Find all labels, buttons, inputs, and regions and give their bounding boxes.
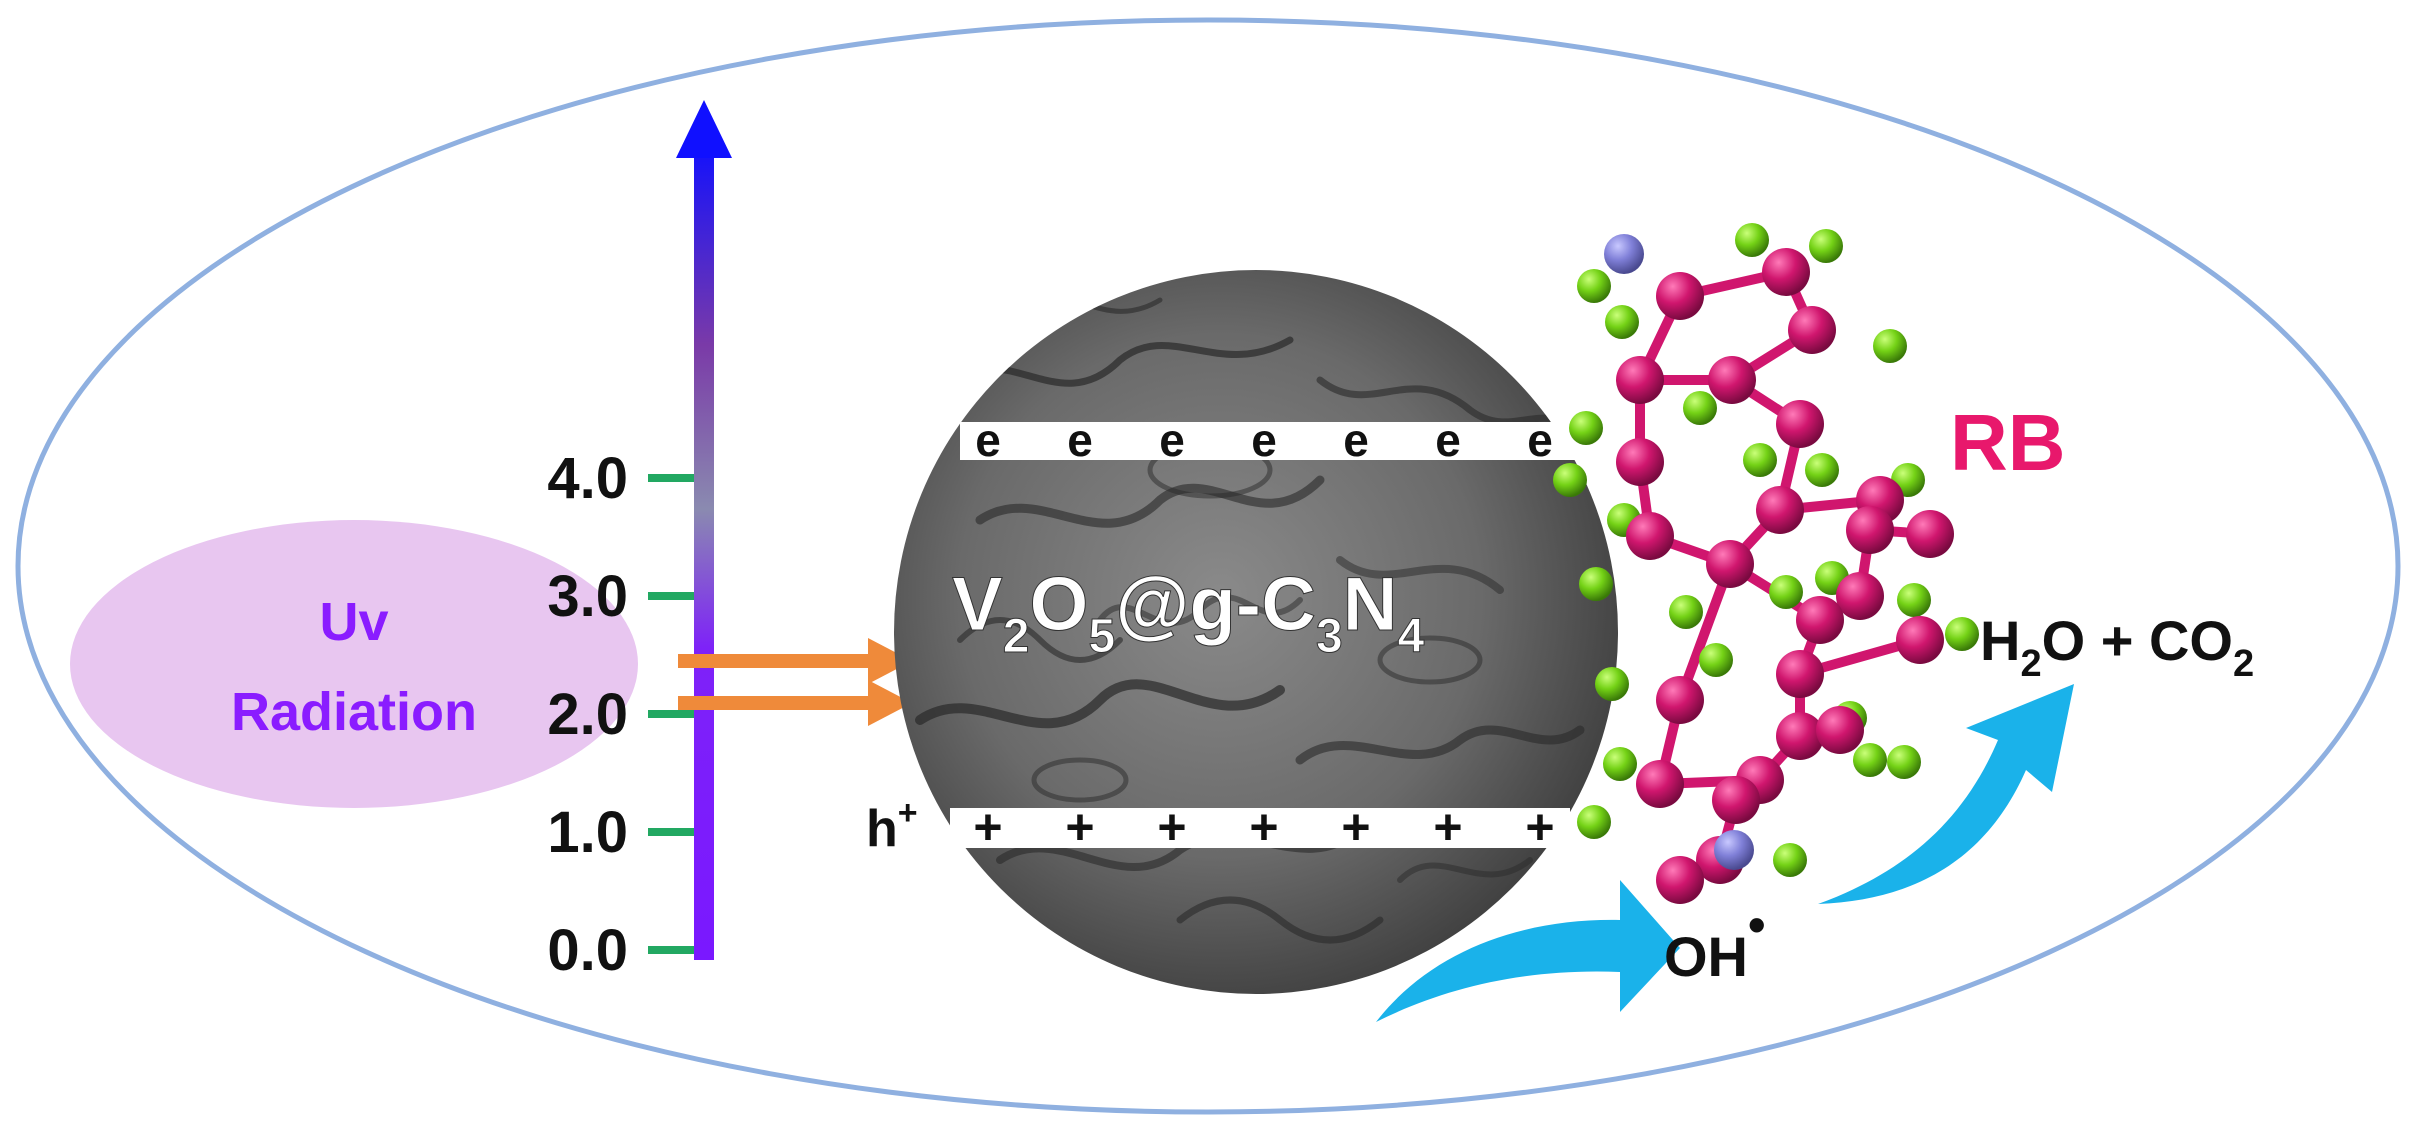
conduction-band-strip [960,422,1580,460]
axis-ticks: 4.0 3.0 2.0 1.0 0.0 [547,446,694,983]
energy-axis-bar [694,140,714,960]
radiation-label-line2: Radiation [231,682,477,742]
hole-symbol: + [1249,799,1278,855]
electron-symbol: e [1159,414,1185,466]
hydroxyl-radical-label: OH• [1664,897,1766,988]
valence-band-strip [950,808,1570,848]
hole-label-sup: + [898,794,918,832]
axis-tick-mark [648,474,694,482]
rb-label: RB [1950,398,2066,487]
hole-symbol: + [973,799,1002,855]
catalyst-part1: V [952,562,1003,647]
hydroxyl-base: OH [1664,925,1748,988]
radiation-label-line1: Uv [319,592,388,652]
catalyst-sub4: 4 [1398,610,1425,663]
hole-symbol: + [1433,799,1462,855]
electron-symbol: e [1343,414,1369,466]
light-arrows [678,638,912,726]
catalyst-part2: O [1029,562,1088,647]
axis-tick-label: 0.0 [547,918,628,983]
hole-label-base: h [866,800,898,858]
axis-tick-mark [648,710,694,718]
electron-symbol: e [1435,414,1461,466]
energy-axis-arrowhead-icon [676,100,732,158]
orange-arrow-upper-icon [678,638,912,684]
electron-symbol: e [1251,414,1277,466]
axis-tick-mark [648,828,694,836]
cyan-arrow-to-oh-icon [1376,880,1680,1022]
energy-axis: 4.0 3.0 2.0 1.0 0.0 [547,100,732,983]
catalyst-sub3: 3 [1316,610,1343,663]
hole-symbol: + [1525,799,1554,855]
products-h: H [1980,609,2020,672]
catalyst-part3: @g-C [1115,562,1316,647]
axis-tick-label: 1.0 [547,800,628,865]
catalyst-sub2: 5 [1089,610,1116,663]
hole-row: + + + + + + + [973,799,1554,855]
hole-label: h+ [866,794,918,858]
products-h-sub: 2 [2020,643,2041,685]
axis-tick-label: 4.0 [547,446,628,511]
hydroxyl-dot: • [1748,897,1766,953]
axis-tick-mark [648,946,694,954]
products-label: H2O + CO2 [1980,609,2254,685]
hole-symbol: + [1341,799,1370,855]
cyan-arrow-to-products-icon [1818,684,2074,904]
catalyst-part4: N [1343,562,1398,647]
axis-tick-label: 3.0 [547,564,628,629]
electron-symbol: e [1527,414,1553,466]
catalyst-sub1: 2 [1003,610,1030,663]
orange-arrow-lower-icon [678,680,912,726]
catalyst-label: V2O5@g-C3N4 [952,562,1425,663]
axis-tick-mark [648,592,694,600]
outer-ellipse [15,17,2401,1115]
products-co-sub: 2 [2233,643,2254,685]
products-o-plus-co: O + CO [2042,609,2233,672]
electron-symbol: e [975,414,1001,466]
uv-radiation-blob [70,520,638,808]
hole-symbol: + [1065,799,1094,855]
electron-symbol: e [1067,414,1093,466]
hole-symbol: + [1157,799,1186,855]
axis-tick-label: 2.0 [547,682,628,747]
rb-molecule-icon [1553,223,1979,904]
